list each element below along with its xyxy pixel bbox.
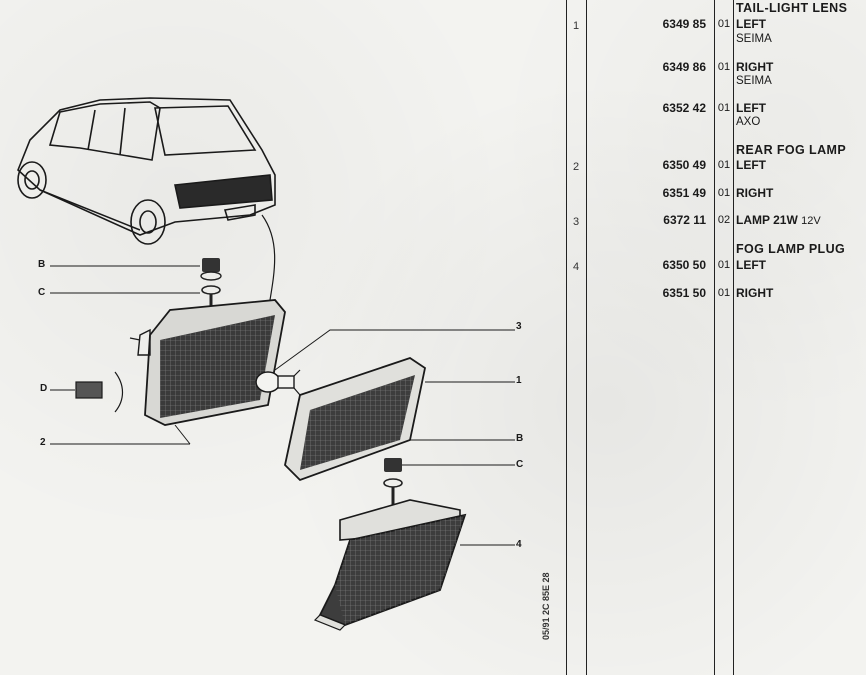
part-number: 6349 86 bbox=[662, 60, 706, 74]
quantity: 01 bbox=[717, 187, 731, 199]
label-2: 2 bbox=[40, 437, 46, 448]
part-number: 6349 85 bbox=[662, 17, 706, 31]
label-1: 1 bbox=[516, 375, 522, 386]
part-number: 6350 49 bbox=[662, 158, 706, 172]
quantity: 01 bbox=[717, 287, 731, 299]
tail-light-lens bbox=[284, 357, 427, 482]
ref-number: 4 bbox=[573, 261, 580, 273]
part-number: 6352 42 bbox=[662, 101, 706, 115]
nut-b-bottom bbox=[384, 458, 402, 472]
label-b-bottom: B bbox=[516, 433, 524, 444]
lamp-name: LAMP 21W bbox=[736, 213, 798, 227]
label-4: 4 bbox=[516, 539, 522, 550]
description: RIGHT bbox=[736, 186, 774, 200]
manufacturer: AXO bbox=[736, 116, 761, 128]
section-header: FOG LAMP PLUG bbox=[736, 242, 846, 256]
bulb-21w bbox=[255, 369, 301, 396]
plug-d bbox=[75, 371, 124, 413]
description: LEFT bbox=[736, 101, 766, 115]
print-stamp: 05/91 2C 85E 28 bbox=[541, 572, 551, 640]
lamp-voltage: 12V bbox=[801, 215, 821, 227]
manufacturer: SEIMA bbox=[736, 33, 772, 45]
nut-b-top bbox=[200, 258, 222, 281]
part-number: 6350 50 bbox=[662, 258, 706, 272]
column-rule bbox=[714, 0, 715, 675]
washer-c-bottom bbox=[383, 478, 403, 488]
car-drawing bbox=[17, 97, 276, 245]
section-header: REAR FOG LAMP bbox=[736, 143, 847, 157]
rear-fog-lamp bbox=[129, 299, 286, 426]
description: RIGHT bbox=[736, 60, 774, 74]
part-number: 6372 11 bbox=[663, 213, 706, 227]
quantity: 01 bbox=[717, 259, 731, 271]
description: LEFT bbox=[736, 17, 766, 31]
exploded-diagram bbox=[17, 97, 515, 631]
quantity: 01 bbox=[717, 61, 731, 73]
quantity: 02 bbox=[717, 214, 731, 226]
label-d: D bbox=[40, 383, 48, 394]
description: LAMP 21W 12V bbox=[736, 213, 821, 227]
column-rule bbox=[586, 0, 587, 675]
section-header: TAIL-LIGHT LENS bbox=[736, 1, 848, 15]
description: LEFT bbox=[736, 258, 766, 272]
quantity: 01 bbox=[717, 102, 731, 114]
washer-c-top bbox=[201, 285, 221, 295]
ref-number: 3 bbox=[573, 216, 580, 228]
quantity: 01 bbox=[717, 18, 731, 30]
part-number: 6351 50 bbox=[662, 286, 706, 300]
quantity: 01 bbox=[717, 159, 731, 171]
fog-lamp-plug-bracket bbox=[313, 499, 467, 631]
label-c-bottom: C bbox=[516, 459, 524, 470]
ref-number: 2 bbox=[573, 161, 580, 173]
column-rule bbox=[733, 0, 734, 675]
column-rule bbox=[566, 0, 567, 675]
manufacturer: SEIMA bbox=[736, 75, 772, 87]
description: RIGHT bbox=[736, 286, 774, 300]
description: LEFT bbox=[736, 158, 766, 172]
ref-number: 1 bbox=[573, 20, 580, 32]
part-number: 6351 49 bbox=[662, 186, 706, 200]
label-3: 3 bbox=[516, 321, 522, 332]
label-c-top: C bbox=[38, 287, 46, 298]
label-b-top: B bbox=[38, 259, 46, 270]
